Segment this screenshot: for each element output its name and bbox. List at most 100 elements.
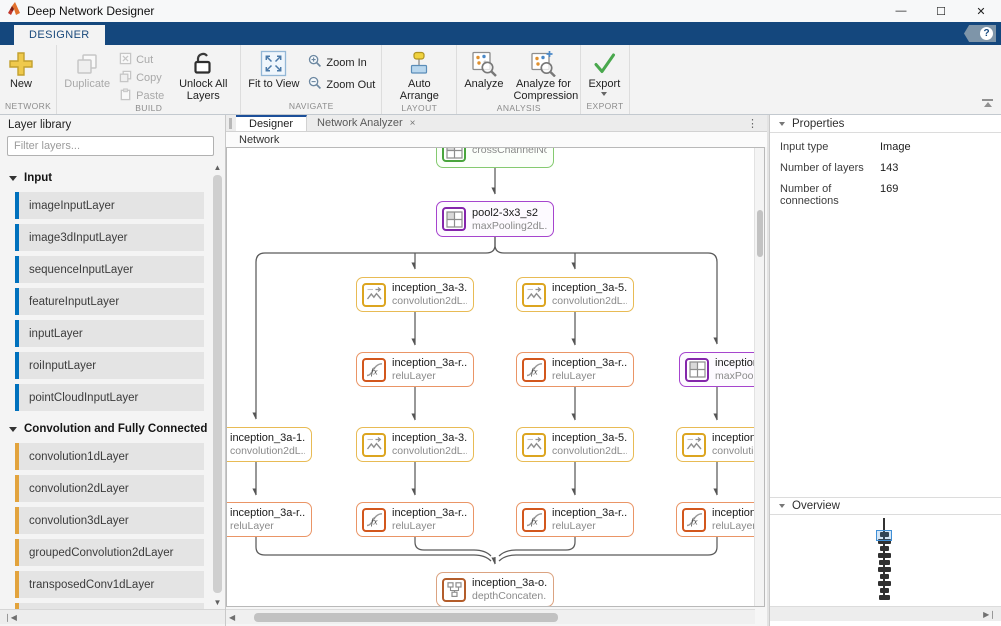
new-button[interactable]: New bbox=[2, 46, 40, 101]
property-row: Input type Image bbox=[780, 141, 911, 153]
node-subtitle: reluLayer bbox=[552, 370, 596, 382]
node-subtitle: convolution2dL... bbox=[712, 445, 754, 457]
norm-layer-icon bbox=[442, 148, 466, 162]
node-title: inception_3a-r... bbox=[392, 357, 467, 369]
layer-item-convolution1dLayer[interactable]: convolution1dLayer bbox=[15, 443, 204, 470]
zoomout-button[interactable]: Zoom Out bbox=[304, 76, 379, 92]
canvas-hscrollbar[interactable]: ◀ bbox=[226, 609, 755, 624]
node-inception_3a-3[interactable]: inception_3a-3...convolution2dL... bbox=[356, 277, 474, 312]
layer-section-convolution-and-fully-connected[interactable]: Convolution and Fully Connected bbox=[0, 416, 210, 438]
maximize-button[interactable]: ☐ bbox=[936, 5, 946, 18]
canvas-vscrollbar[interactable] bbox=[754, 148, 764, 606]
node-inception_3a-p[interactable]: inception_3a-p...convolution2dL... bbox=[676, 427, 754, 462]
panel-grip-icon[interactable] bbox=[229, 118, 232, 129]
scroll-right-end-icon[interactable]: ▶❘ bbox=[983, 610, 996, 619]
unlock-button[interactable]: Unlock All Layers bbox=[168, 46, 238, 103]
overview-scrollbar[interactable]: ▶❘ bbox=[770, 606, 1001, 621]
layer-list-scrollbar[interactable]: ▲ ▼ bbox=[210, 161, 225, 609]
node-subtitle: maxPooling2dL... bbox=[715, 370, 754, 382]
scrollbar-thumb[interactable] bbox=[213, 175, 222, 593]
ribbon-group-label: BUILD bbox=[135, 103, 163, 113]
layer-item-pointCloudInputLayer[interactable]: pointCloudInputLayer bbox=[15, 384, 204, 411]
maxpool-layer-icon bbox=[685, 357, 709, 382]
paste-button[interactable]: Paste bbox=[115, 87, 168, 103]
node-inception_3a-p[interactable]: inception_3a-p...maxPooling2dL... bbox=[679, 352, 754, 387]
svg-text:fx: fx bbox=[691, 517, 698, 527]
layer-item-transposedConv1dLayer[interactable]: transposedConv1dLayer bbox=[15, 571, 204, 598]
layer-item-groupedConvolution2dLayer[interactable]: groupedConvolution2dLayer bbox=[15, 539, 204, 566]
minimap-node bbox=[878, 560, 890, 565]
layer-item-convolution3dLayer[interactable]: convolution3dLayer bbox=[15, 507, 204, 534]
breadcrumb: Network bbox=[226, 132, 767, 147]
overview-header[interactable]: Overview bbox=[770, 497, 1001, 515]
minimap-viewport[interactable] bbox=[876, 530, 892, 541]
panel-splitter[interactable] bbox=[767, 115, 769, 626]
layer-item-transposedConv2dLayer[interactable]: transposedConv2dLayer bbox=[15, 603, 204, 609]
node-inception_3a-1[interactable]: inception_3a-1...convolution2dL... bbox=[227, 427, 312, 462]
relu-layer-icon: fx bbox=[522, 357, 546, 382]
analyze-button[interactable]: Analyze bbox=[459, 46, 508, 103]
layer-item-inputLayer[interactable]: inputLayer bbox=[15, 320, 204, 347]
node-title: inception_3a-o... bbox=[472, 577, 547, 589]
layer-item-convolution2dLayer[interactable]: convolution2dLayer bbox=[15, 475, 204, 502]
layer-item-image3dInputLayer[interactable]: image3dInputLayer bbox=[15, 224, 204, 251]
filter-layers-input[interactable] bbox=[7, 136, 214, 156]
node-inception_3a-o[interactable]: inception_3a-o...depthConcaten... bbox=[436, 572, 554, 606]
fit-button[interactable]: Fit to View bbox=[243, 46, 304, 101]
node-title: inception_3a-r... bbox=[712, 507, 754, 519]
auto-arrange-icon bbox=[406, 49, 432, 78]
duplicate-button[interactable]: Duplicate bbox=[59, 46, 115, 103]
node-inception_3a-3[interactable]: inception_3a-3...convolution2dL... bbox=[356, 427, 474, 462]
analyze-label: Analyze bbox=[464, 78, 504, 90]
unlock-label: Unlock All Layers bbox=[179, 78, 228, 103]
scroll-down-icon[interactable]: ▼ bbox=[213, 598, 222, 607]
layer-section-input[interactable]: Input bbox=[0, 165, 210, 187]
close-tab-icon[interactable]: × bbox=[409, 117, 416, 129]
cut-icon bbox=[119, 52, 132, 68]
layer-item-featureInputLayer[interactable]: featureInputLayer bbox=[15, 288, 204, 315]
scrollbar-thumb[interactable] bbox=[254, 613, 558, 622]
tab-network-analyzer[interactable]: Network Analyzer × bbox=[317, 117, 416, 129]
scrollbar-thumb[interactable] bbox=[756, 210, 763, 257]
scroll-left-end-icon[interactable]: ❘◀ bbox=[4, 613, 17, 622]
node-subtitle: reluLayer bbox=[392, 520, 436, 532]
network-canvas[interactable]: crossChannelNo... pool2-3x3_s2maxPooling2… bbox=[226, 147, 765, 607]
collapse-toolstrip-icon[interactable] bbox=[982, 99, 993, 622]
cut-button[interactable]: Cut bbox=[115, 52, 168, 67]
node-inception_3a-5[interactable]: inception_3a-5...convolution2dL... bbox=[516, 277, 634, 312]
node-title: inception_3a-5... bbox=[552, 282, 627, 294]
tab-designer-ribbon[interactable]: DESIGNER bbox=[14, 25, 105, 45]
zoomin-button[interactable]: Zoom In bbox=[304, 54, 379, 70]
help-button[interactable]: ? bbox=[964, 25, 996, 42]
analyzec-button[interactable]: Analyze for Compression bbox=[508, 46, 578, 103]
properties-header[interactable]: Properties bbox=[770, 115, 1001, 133]
overview-minimap[interactable] bbox=[770, 515, 1001, 603]
arrange-button[interactable]: Auto Arrange bbox=[384, 46, 454, 103]
property-row: Number of connections 169 bbox=[780, 183, 899, 207]
minimize-button[interactable]: — bbox=[895, 5, 907, 17]
tab-options-kebab-icon[interactable]: ⋮ bbox=[747, 118, 758, 130]
export-button[interactable]: Export bbox=[583, 46, 625, 101]
node-inception_3a-5[interactable]: inception_3a-5...convolution2dL... bbox=[516, 427, 634, 462]
ribbon-group-label: LAYOUT bbox=[401, 102, 438, 113]
scroll-up-icon[interactable]: ▲ bbox=[213, 163, 222, 172]
layer-item-roiInputLayer[interactable]: roiInputLayer bbox=[15, 352, 204, 379]
layer-item-sequenceInputLayer[interactable]: sequenceInputLayer bbox=[15, 256, 204, 283]
tab-designer[interactable]: Designer bbox=[236, 115, 308, 131]
layer-list-hscrollbar[interactable]: ❘◀ bbox=[0, 609, 225, 624]
copy-button[interactable]: Copy bbox=[115, 70, 168, 85]
scroll-left-icon[interactable]: ◀ bbox=[229, 613, 236, 622]
layer-item-imageInputLayer[interactable]: imageInputLayer bbox=[15, 192, 204, 219]
minimap-node bbox=[878, 595, 890, 600]
node-crosschannelno[interactable]: crossChannelNo... bbox=[436, 148, 554, 168]
close-button[interactable]: ✕ bbox=[976, 5, 986, 18]
node-title: inception_3a-p... bbox=[715, 357, 754, 369]
